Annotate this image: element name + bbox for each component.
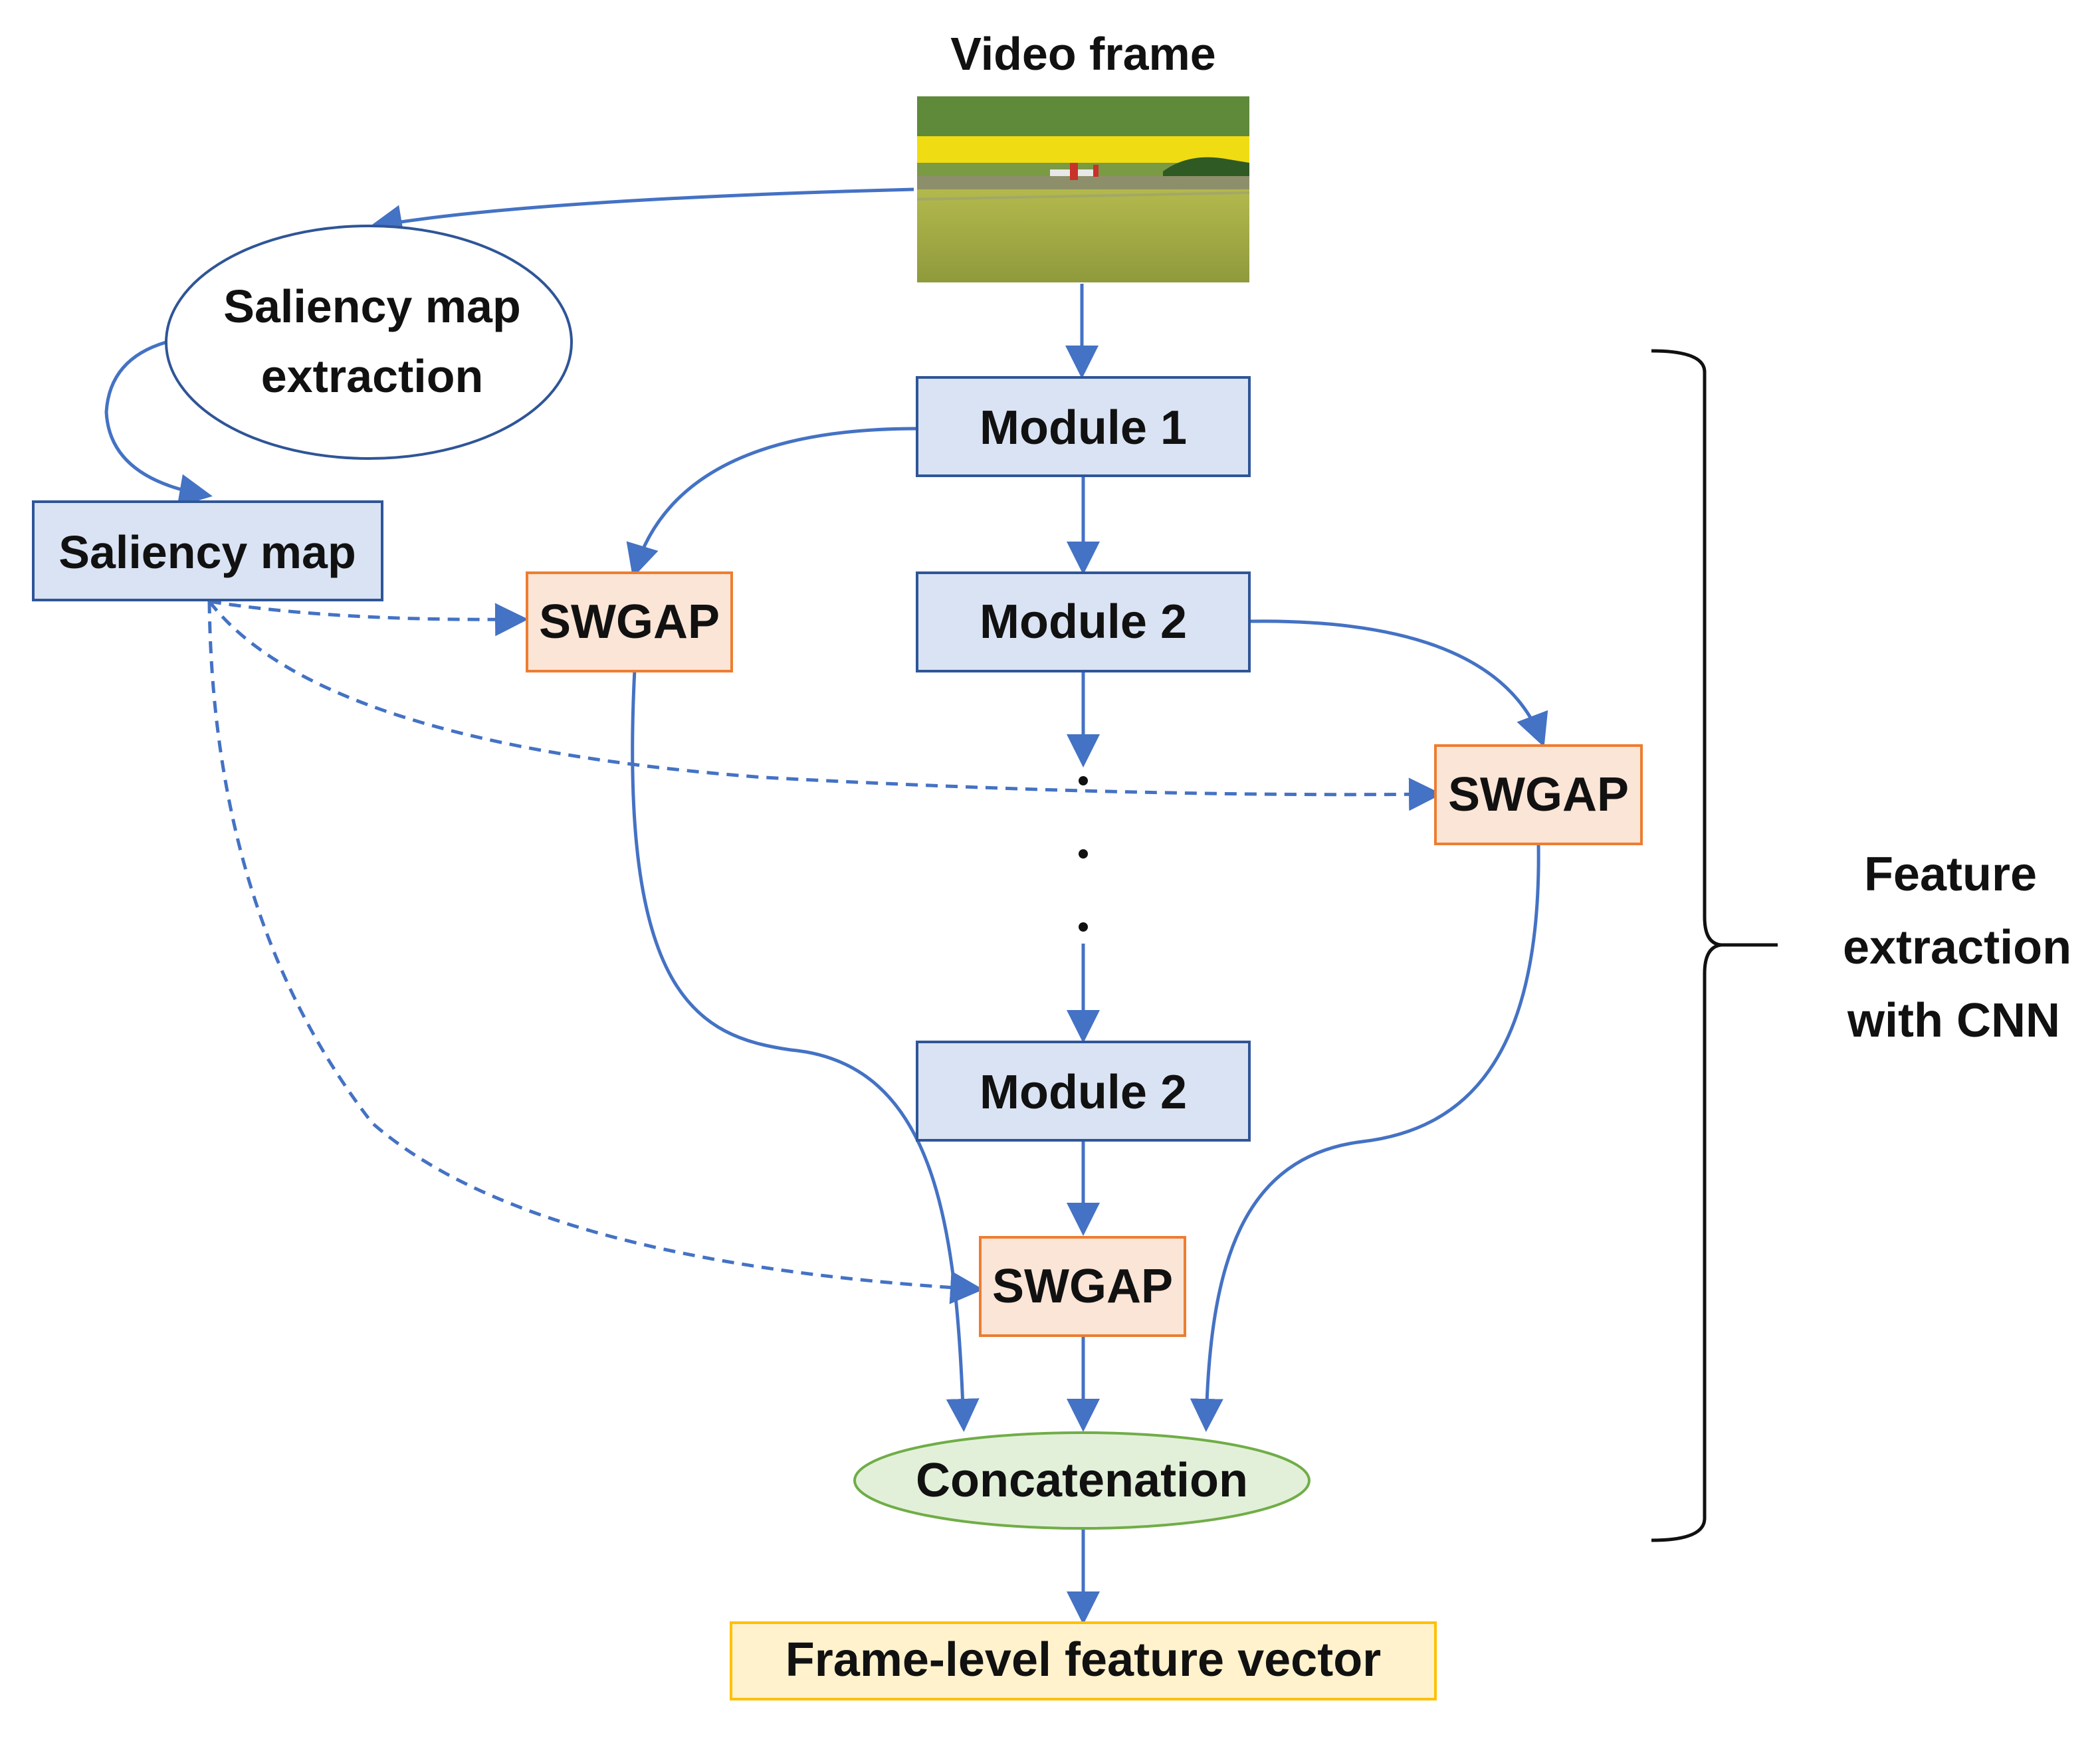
swgap-bottom-label: SWGAP (992, 1260, 1173, 1313)
arrow-frame-to-saliency-extraction (369, 187, 914, 238)
dashed-arrow-saliency-to-swgap-right (208, 600, 1442, 811)
saliency-map-label: Saliency map (58, 526, 356, 578)
concatenation-label: Concatenation (916, 1454, 1248, 1507)
bracket-label-line3: with CNN (1847, 994, 2060, 1047)
swgap-left-node: SWGAP (526, 571, 733, 672)
module2-top-node: Module 2 (916, 571, 1251, 672)
module1-label: Module 1 (980, 401, 1187, 455)
arrow-extraction-to-saliency-map (104, 340, 213, 507)
dashed-arrow-saliency-to-swgap-bottom (207, 601, 984, 1304)
dashed-arrows (207, 599, 1442, 1304)
saliency-extraction-node: Saliency map extraction (165, 225, 573, 460)
dashed-arrow-saliency-to-swgap-left (209, 599, 528, 637)
module2-bottom-node: Module 2 (916, 1041, 1251, 1142)
bracket-label: Feature extraction with CNN (1843, 848, 2071, 1047)
arrow-module2-to-swgap-right (1249, 619, 1548, 748)
video-frame-image (916, 96, 1250, 282)
ellipsis-dots (1079, 776, 1088, 932)
swgap-right-label: SWGAP (1448, 768, 1629, 821)
arrow-module1-to-swgap-left (626, 427, 918, 578)
output-node: Frame-level feature vector (730, 1621, 1437, 1700)
module2-bottom-label: Module 2 (980, 1066, 1187, 1119)
swgap-bottom-node: SWGAP (979, 1236, 1186, 1337)
curly-brace (1651, 349, 1778, 1542)
module2-top-label: Module 2 (980, 595, 1187, 649)
saliency-extraction-label-line2: extraction (261, 350, 484, 402)
arrow-swgap-left-to-concatenation (631, 669, 980, 1432)
airplane-icon (1050, 163, 1099, 180)
solid-arrows (104, 187, 1548, 1625)
concatenation-node: Concatenation (853, 1431, 1311, 1530)
output-label: Frame-level feature vector (786, 1633, 1381, 1686)
bracket-label-line1: Feature (1864, 848, 2037, 901)
arrow-swgap-right-to-concatenation (1190, 843, 1540, 1432)
saliency-extraction-label-line1: Saliency map (223, 280, 520, 332)
video-frame-title: Video frame (950, 28, 1215, 80)
bracket-label-line2: extraction (1843, 921, 2071, 974)
module1-node: Module 1 (916, 376, 1251, 477)
swgap-left-label: SWGAP (539, 595, 720, 649)
saliency-map-node: Saliency map (32, 500, 383, 601)
swgap-right-node: SWGAP (1434, 744, 1643, 845)
